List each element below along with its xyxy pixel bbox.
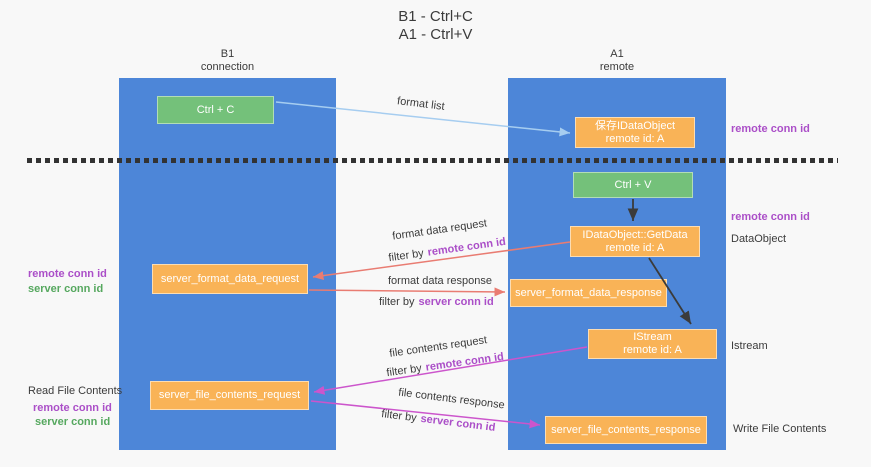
- istream-line2: remote id: A: [623, 344, 682, 356]
- annotation-remote-conn-id-mid: remote conn id: [731, 211, 810, 223]
- node-server-format-data-response: server_format_data_response: [510, 279, 667, 307]
- annotation-write-file-contents: Write File Contents: [733, 423, 827, 435]
- format-request-label: server_format_data_request: [160, 272, 300, 285]
- diagram-title: B1 - Ctrl+C A1 - Ctrl+V: [0, 8, 871, 44]
- istream-line1: IStream: [633, 331, 672, 343]
- node-ctrl-c: Ctrl + C: [157, 96, 274, 124]
- copy-paste-separator-dashed-line: [27, 158, 838, 163]
- file-response-label: server_file_contents_response: [551, 423, 701, 436]
- ctrl-c-label: Ctrl + C: [196, 103, 235, 116]
- edge-label-format-data-request: format data request: [391, 217, 488, 243]
- arrow-format-data-response: [308, 287, 506, 297]
- lane-a1-subtitle: remote: [599, 61, 635, 73]
- annotation-remote-conn-id-top: remote conn id: [731, 123, 810, 135]
- title-line-2: A1 - Ctrl+V: [398, 26, 473, 43]
- filter-remote-conn-id: remote conn id: [426, 235, 507, 259]
- edge-label-format-data-response: format data response: [388, 275, 492, 287]
- annotation-read-file-contents: Read File Contents: [28, 385, 123, 397]
- filter-by-text: filter by: [387, 247, 425, 265]
- node-idataobject-getdata: IDataObject::GetData remote id: A: [570, 226, 700, 257]
- lane-b1-name: B1: [220, 48, 235, 60]
- format-response-label: server_format_data_response: [515, 286, 662, 299]
- filter-by-text: filter by: [379, 296, 415, 308]
- lane-header-a1: A1 remote: [508, 48, 726, 74]
- filter-by-text: filter by: [380, 408, 418, 425]
- getdata-line2: remote id: A: [605, 241, 665, 254]
- annotation-left-bottom-remote-conn-id: remote conn id: [33, 402, 112, 414]
- node-save-idataobject: 保存IDataObject remote id: A: [575, 117, 695, 148]
- title-line-1: B1 - Ctrl+C: [398, 8, 473, 25]
- lane-header-b1: B1 connection: [119, 48, 336, 74]
- file-request-label: server_file_contents_request: [158, 389, 301, 401]
- annotation-dataobject: DataObject: [731, 233, 787, 245]
- filter-server-conn-id: server conn id: [419, 412, 496, 434]
- annotation-left-remote-conn-id: remote conn id: [28, 268, 107, 280]
- filter-server-conn-id: server conn id: [418, 296, 494, 308]
- ctrl-v-label: Ctrl + V: [614, 178, 652, 191]
- lane-b1-subtitle: connection: [200, 61, 255, 73]
- annotation-left-bottom-server-conn-id: server conn id: [35, 416, 111, 428]
- getdata-line1: IDataObject::GetData: [582, 228, 688, 241]
- save-idataobject-line2: remote id: A: [605, 132, 665, 145]
- node-ctrl-v: Ctrl + V: [573, 172, 693, 198]
- annotation-istream: Istream: [731, 340, 768, 352]
- node-istream: IStream remote id: A: [588, 329, 717, 359]
- node-server-file-contents-request: server_file_contents_request: [150, 381, 309, 410]
- node-server-file-contents-response: server_file_contents_response: [545, 416, 707, 444]
- filter-remote-conn-id: remote conn id: [424, 350, 505, 374]
- lane-a1-name: A1: [610, 48, 624, 60]
- node-server-format-data-request: server_format_data_request: [152, 264, 308, 294]
- save-idataobject-line1: 保存IDataObject: [594, 119, 676, 132]
- annotation-left-server-conn-id: server conn id: [28, 283, 104, 295]
- edge-label-format-list: format list: [396, 95, 446, 113]
- edge-label-file-contents-response: file contents response: [397, 386, 506, 412]
- filter-by-text: filter by: [385, 362, 423, 380]
